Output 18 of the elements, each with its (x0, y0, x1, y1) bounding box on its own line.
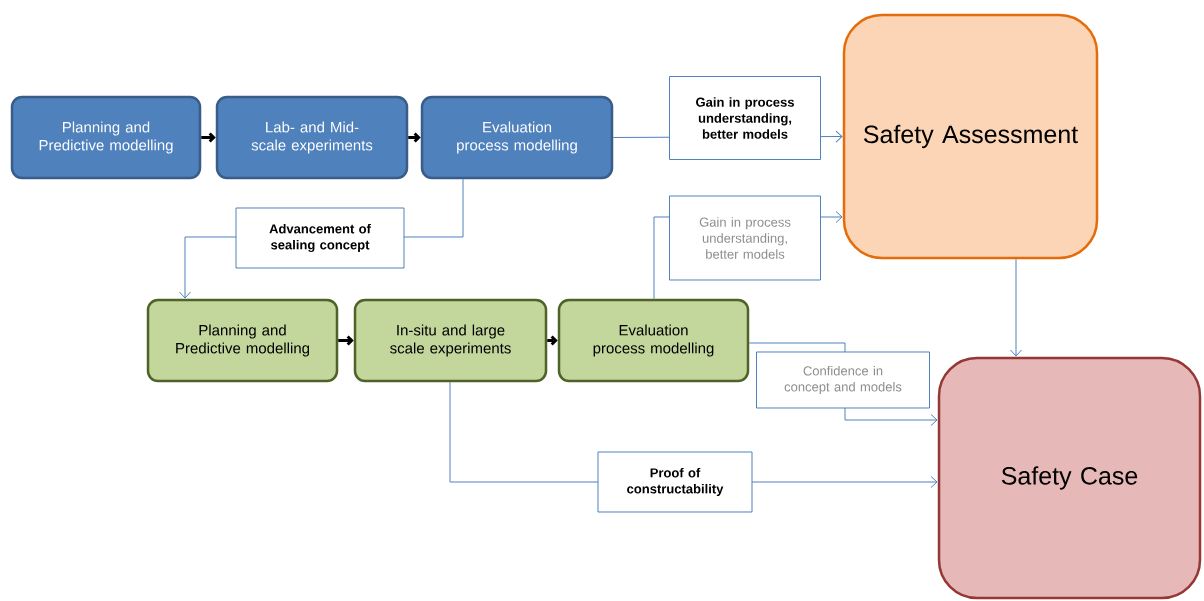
edge-label: Gain in process understanding, better models (669, 195, 821, 281)
arrow (338, 335, 354, 346)
arrow (1010, 258, 1022, 357)
edge-label: Proof of constructability (597, 451, 753, 513)
edge-label: Advancement of sealing concept (235, 207, 405, 269)
process-box: Planning and Predictive modelling (10, 95, 202, 180)
process-box: Evaluation process modelling (557, 298, 750, 383)
edge-label: Gain in process understanding, better models (669, 76, 821, 160)
edge-label: Confidence in concept and models (756, 351, 930, 409)
process-box: Evaluation process modelling (420, 95, 614, 180)
process-box: Safety Case (937, 356, 1202, 600)
arrow (201, 132, 216, 143)
process-box: Safety Assessment (842, 13, 1099, 260)
arrow (547, 335, 558, 346)
process-box: Planning and Predictive modelling (146, 298, 339, 383)
process-box: In-situ and large scale experiments (353, 298, 548, 383)
process-box: Lab- and Mid-scale experiments (215, 95, 409, 180)
arrow (408, 132, 421, 143)
